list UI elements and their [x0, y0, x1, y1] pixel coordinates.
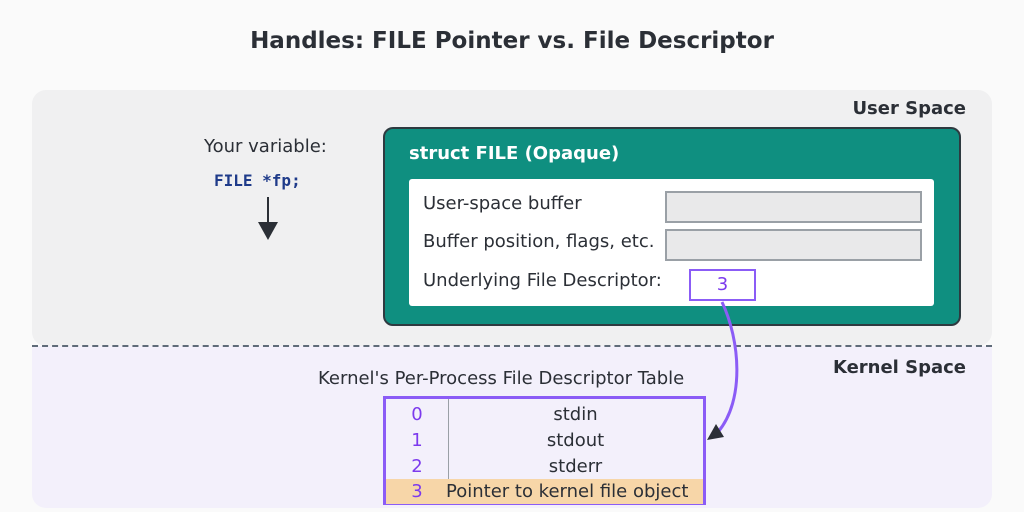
variable-code: FILE *fp;: [214, 171, 301, 190]
fd-number: 3: [411, 481, 423, 502]
fd-entry-name: stderr: [548, 456, 603, 477]
field-box-buffer: [665, 191, 922, 223]
table-row: 1 stdout: [386, 428, 703, 453]
fd-entry-name: stdin: [553, 404, 598, 425]
struct-file-title: struct FILE (Opaque): [409, 143, 620, 164]
fd-table-caption: Kernel's Per-Process File Descriptor Tab…: [318, 368, 685, 389]
fd-number: 1: [411, 430, 423, 451]
fd-entry-name: stdout: [546, 430, 605, 451]
field-label-fd: Underlying File Descriptor:: [423, 270, 662, 291]
table-row-highlighted: 3 Pointer to kernel file object: [386, 479, 703, 504]
fd-number: 2: [411, 456, 423, 477]
variable-caption: Your variable:: [204, 136, 327, 157]
user-kernel-divider: [32, 345, 992, 347]
fd-value-box: 3: [689, 269, 756, 301]
field-box-position: [665, 229, 922, 261]
fd-to-table-connector: [716, 301, 739, 433]
fd-entry-name: Pointer to kernel file object: [446, 481, 689, 502]
user-space-label: User Space: [852, 98, 966, 119]
connector-arrowhead-icon: [707, 424, 724, 440]
fd-table-column-separator: [448, 399, 449, 481]
field-label-position: Buffer position, flags, etc.: [423, 231, 655, 252]
fd-number: 0: [411, 404, 423, 425]
field-label-buffer: User-space buffer: [423, 193, 582, 214]
table-row: 2 stderr: [386, 454, 703, 479]
diagram-title: Handles: FILE Pointer vs. File Descripto…: [250, 28, 774, 54]
fd-table: 0 stdin 1 stdout 2 stderr 3 Pointer to k…: [383, 396, 706, 505]
table-row: 0 stdin: [386, 402, 703, 427]
down-arrow-icon: [258, 197, 278, 240]
kernel-space-label: Kernel Space: [832, 357, 966, 378]
